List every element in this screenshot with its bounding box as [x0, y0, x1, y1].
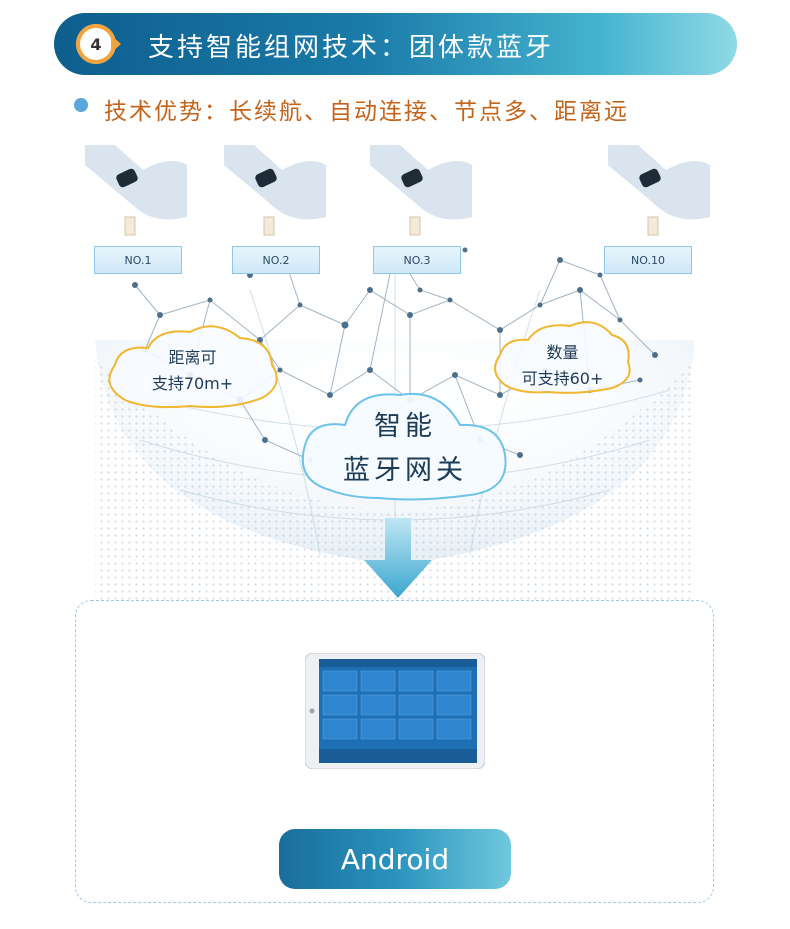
header-banner: [54, 13, 737, 75]
wrist-with-band-icon: [85, 145, 187, 236]
network-globe-illustration: [95, 247, 695, 600]
cloud-count-text: 数量 可支持60+: [500, 340, 625, 392]
node-label-1: NO.1: [94, 246, 182, 274]
wrist-with-band-icon: [224, 145, 326, 236]
tablet-dashboard-icon: [305, 653, 485, 769]
cloud-gateway-line1: 智能: [374, 411, 436, 442]
device-panel: [75, 600, 714, 903]
down-arrow-icon: [364, 518, 432, 598]
cloud-count-line2: 可支持60+: [521, 369, 604, 388]
node-label-10: NO.10: [604, 246, 692, 274]
node-label-3: NO.3: [373, 246, 461, 274]
cloud-range-text: 距离可 支持70m+: [120, 345, 265, 397]
advantages-text: 技术优势：长续航、自动连接、节点多、距离远: [104, 99, 629, 125]
step-number-badge: 4: [76, 24, 116, 64]
cloud-range-shape: [108, 325, 278, 409]
cloud-range-line2: 支持70m+: [151, 374, 234, 393]
wrist-with-band-icon: [608, 145, 710, 236]
cloud-gateway-shape: [301, 392, 507, 501]
node-label-2: NO.2: [232, 246, 320, 274]
cloud-range-line1: 距离可: [168, 348, 217, 367]
cloud-count-line1: 数量: [546, 343, 579, 362]
badge-arrow-icon: [111, 35, 121, 53]
android-platform-badge: Android: [279, 829, 511, 889]
cloud-gateway-line2: 蓝牙网关: [343, 455, 467, 486]
bullet-dot-icon: [74, 98, 88, 112]
step-number: 4: [90, 34, 102, 54]
header-title: 支持智能组网技术：团体款蓝牙: [148, 33, 555, 63]
cloud-gateway-text: 智能 蓝牙网关: [310, 405, 500, 493]
cloud-count-shape: [494, 321, 631, 394]
wrist-with-band-icon: [370, 145, 472, 236]
